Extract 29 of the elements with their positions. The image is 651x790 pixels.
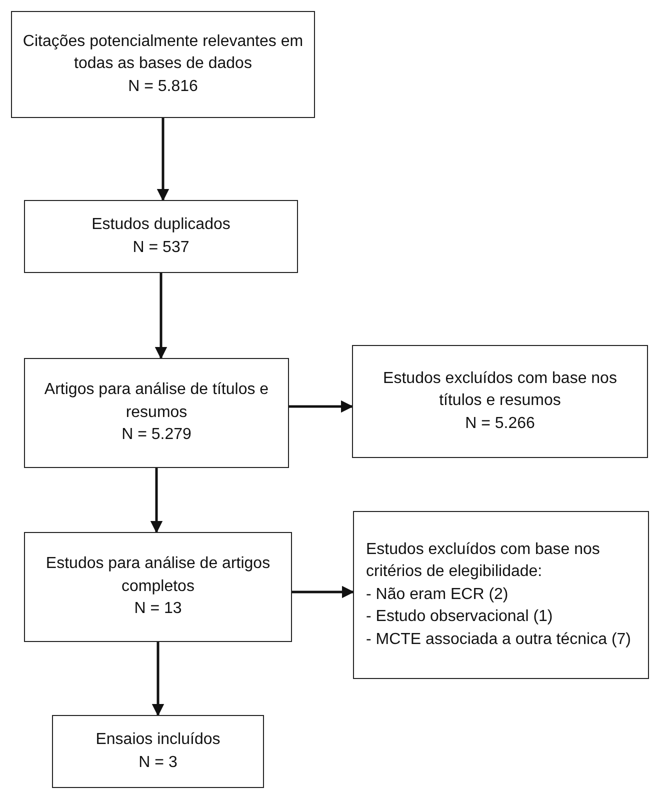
box-text: - MCTE associada a outra técnica (7) (366, 630, 631, 650)
arrow (289, 400, 354, 413)
box-text: Estudos excluídos com base nos critérios de elegibilidade: (366, 540, 601, 582)
process-box (52, 715, 264, 788)
arrow (292, 586, 354, 598)
arrow (154, 273, 168, 360)
box-text: Estudos excluídos com base nos títulos e resumos (382, 368, 618, 412)
box-text: N = 5.279 (122, 425, 192, 446)
box-text: Ensaios incluídos (96, 730, 220, 750)
process-box (24, 200, 298, 273)
process-box (11, 11, 315, 118)
box-text: N = 3 (138, 752, 178, 772)
process-box (24, 532, 292, 642)
process-box (352, 345, 648, 458)
arrow (156, 118, 170, 202)
box-text: N = 5.816 (128, 76, 198, 97)
process-box (24, 358, 289, 468)
box-text: N = 537 (132, 238, 190, 258)
box-text: - Não eram ECR (2) (366, 584, 508, 605)
arrow (150, 468, 163, 534)
box-text: Artigos para análise de títulos e resumos (43, 380, 270, 423)
box-text: Estudos para análise de artigos completos (44, 554, 272, 597)
arrow (152, 642, 164, 716)
process-box (353, 511, 649, 679)
box-text: Citações potencialmente relevantes em todas as bases de dados (22, 32, 304, 74)
box-text: Estudos duplicados (92, 215, 230, 236)
box-text: - Estudo observacional (1) (366, 607, 553, 628)
box-text: N = 13 (134, 599, 182, 620)
box-text: N = 5.266 (465, 414, 535, 434)
